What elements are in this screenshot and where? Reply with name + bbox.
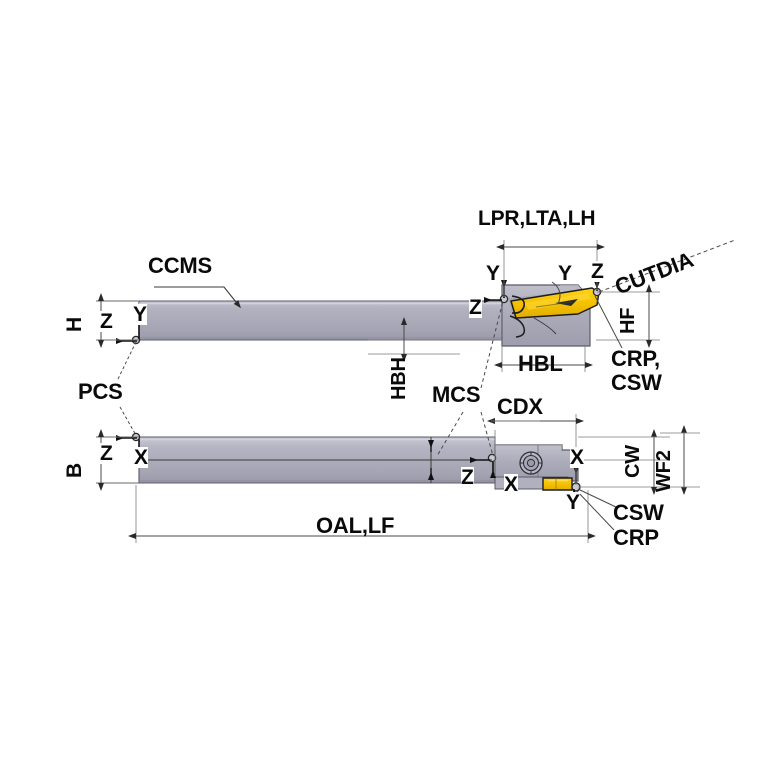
label-wf2: WF2 [653,450,675,492]
mcs-leader-top2 [436,411,464,457]
mcs-leader-side [480,300,504,389]
crp-leader-top [576,490,615,531]
label-hbh: HBH [388,357,410,400]
label-crp-top: CRP [613,525,659,550]
label-axis-x-mcs: X [504,473,518,496]
label-cdx: CDX [497,394,543,419]
label-mcs: MCS [432,382,481,407]
label-lpr-lta-lh: LPR,LTA,LH [478,207,596,230]
label-ccms: CCMS [148,253,212,278]
side-clamp-arc [511,295,526,314]
side-shank-body [138,300,503,341]
ccms-leader [154,286,241,309]
label-hf: HF [617,307,639,334]
label-axis-x-left-top: X [134,446,148,469]
label-cw: CW [622,445,644,478]
label-csw-top: CSW [613,500,664,525]
label-axis-x-tip: X [570,446,584,469]
pcs-leader [117,341,137,380]
csw-leader-top [577,488,619,509]
label-crp-side: CRP, [611,346,660,371]
label-axis-z-tip: Z [591,260,604,283]
crp-csw-leader-side [594,295,623,349]
label-axis-y-head-mid: Y [558,262,572,285]
clamp-screw-inner [526,458,536,468]
mcs-leader-top [480,411,494,457]
top-view-group [96,411,700,543]
pcs-leader-2 [119,406,138,438]
label-oal-lf: OAL,LF [316,513,395,538]
label-hbl: HBL [518,351,563,376]
label-axis-z-pcs: Z [100,310,113,333]
side-view-group [96,239,736,438]
label-h: H [63,317,86,332]
label-axis-z-mcs: Z [461,466,474,489]
label-pcs: PCS [78,379,123,404]
cutdia-leader [598,239,736,293]
label-axis-z-head-left: Z [469,296,482,319]
label-axis-z-left-top: Z [100,442,113,465]
label-axis-y-pcs: Y [133,303,147,326]
label-axis-y-tip: Y [566,491,580,514]
label-axis-y-head-left: Y [486,262,500,285]
label-b: B [63,463,86,478]
label-csw-side: CSW [611,370,662,395]
